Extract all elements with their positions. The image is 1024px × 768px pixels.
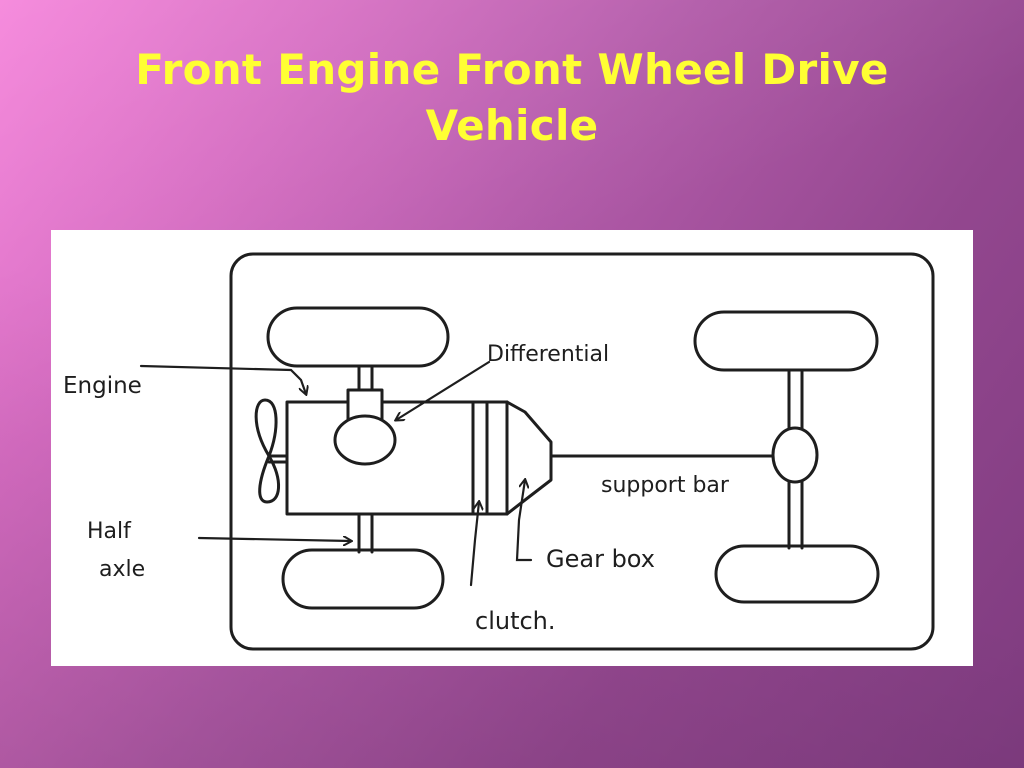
clutch-pointer (469, 502, 479, 587)
rear-differential (771, 426, 819, 484)
label-differential: Differential (487, 342, 610, 367)
label-half-axle-line1: Half (87, 519, 131, 544)
label-support-bar: support bar (601, 473, 729, 498)
slide-title-line2: Vehicle (425, 101, 599, 150)
rear-left-wheel (693, 310, 879, 372)
label-half-axle-line2: axle (99, 557, 146, 582)
drivetrain-diagram: Engine Differential Half axle support ba… (51, 230, 973, 666)
differential-gear (333, 414, 397, 466)
label-gear-box: Gear box (546, 545, 655, 573)
gearbox-pointer (515, 480, 533, 562)
front-left-wheel (266, 306, 450, 368)
label-engine: Engine (63, 373, 142, 399)
half-axle-pointer (197, 538, 351, 541)
differential-pointer (396, 360, 491, 420)
gear-box (505, 400, 553, 516)
rear-right-wheel (714, 544, 880, 604)
diagram-drawing (139, 252, 935, 651)
cooling-fan (254, 398, 280, 504)
slide-title: Front Engine Front Wheel Drive Vehicle (60, 42, 964, 154)
slide-title-line1: Front Engine Front Wheel Drive (135, 45, 889, 94)
front-right-wheel (281, 548, 445, 610)
label-clutch: clutch. (475, 607, 556, 635)
engine-pointer (139, 364, 306, 394)
chassis-frame (229, 252, 935, 651)
